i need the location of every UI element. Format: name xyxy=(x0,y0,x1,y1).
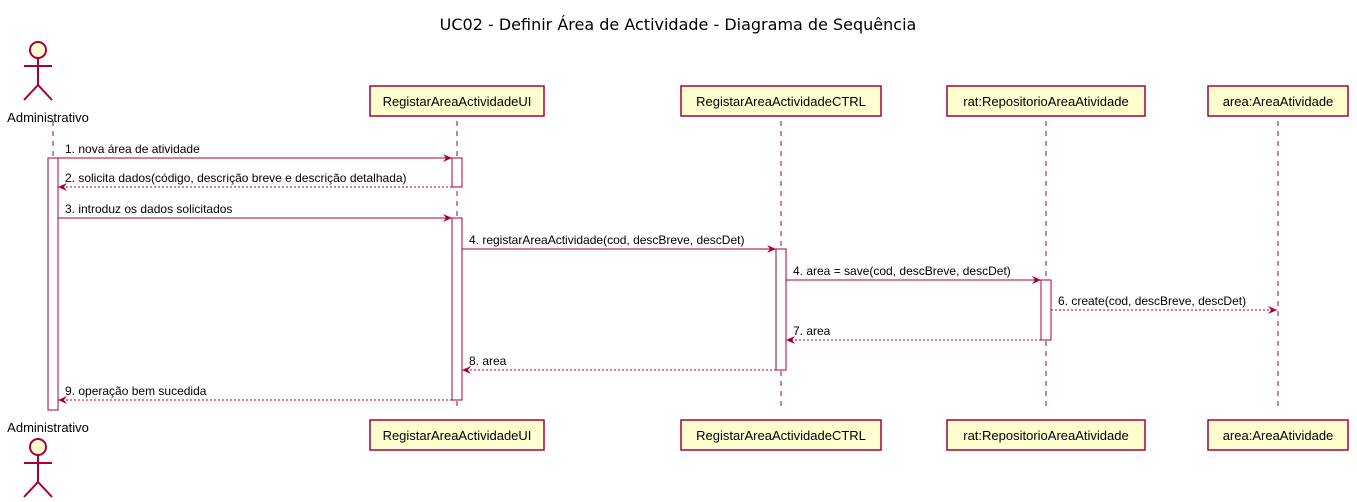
participant-box xyxy=(1207,419,1349,451)
participant-area-top[interactable]: area:AreaAtividade xyxy=(1207,85,1349,117)
message-9: 9. operação bem sucedida xyxy=(58,384,452,404)
message-label: 4. area = save(cod, descBreve, descDet) xyxy=(793,264,1011,278)
message-label: 9. operação bem sucedida xyxy=(65,384,207,398)
actor-bottom[interactable]: Administrativo xyxy=(7,420,89,498)
actor-label: Administrativo xyxy=(7,110,89,125)
message-label: 4. registarAreaActividade(cod, descBreve… xyxy=(469,233,744,247)
message-6: 6. create(cod, descBreve, descDet) xyxy=(1051,294,1277,314)
actor-top[interactable]: Administrativo xyxy=(7,41,89,125)
activation-bar-repo xyxy=(1040,279,1052,341)
diagram-title: UC02 - Definir Área de Actividade - Diag… xyxy=(440,15,917,34)
participant-box xyxy=(369,85,545,117)
participant-repo-top[interactable]: rat:RepositorioAreaAtividade xyxy=(946,85,1146,117)
participant-label: rat:RepositorioAreaAtividade xyxy=(963,428,1128,443)
message-label: 3. introduz os dados solicitados xyxy=(65,202,232,216)
activation-bar-admin xyxy=(47,157,59,411)
actor-head xyxy=(29,438,47,456)
message-label: 1. nova área de atividade xyxy=(65,142,200,156)
activation-bar-ui xyxy=(451,217,463,401)
participant-ui-bottom[interactable]: RegistarAreaActividadeUI xyxy=(369,419,545,451)
participant-ctrl-top[interactable]: RegistarAreaActividadeCTRL xyxy=(680,85,882,117)
actor-legs xyxy=(23,480,53,498)
participant-label: area:AreaAtividade xyxy=(1223,94,1334,109)
message-8: 8. area xyxy=(462,354,776,374)
message-3: 3. introduz os dados solicitados xyxy=(58,202,452,222)
activation-bar-ui xyxy=(451,157,463,188)
message-4: 4. registarAreaActividade(cod, descBreve… xyxy=(462,233,776,253)
actor-head xyxy=(29,41,47,59)
message-1: 1. nova área de atividade xyxy=(58,142,452,162)
message-label: 8. area xyxy=(469,354,507,368)
participant-box xyxy=(1207,85,1349,117)
participant-ui-top[interactable]: RegistarAreaActividadeUI xyxy=(369,85,545,117)
participant-label: RegistarAreaActividadeUI xyxy=(383,94,532,109)
participant-box xyxy=(369,419,545,451)
participant-area-bottom[interactable]: area:AreaAtividade xyxy=(1207,419,1349,451)
participant-box xyxy=(680,85,882,117)
participant-label: RegistarAreaActividadeCTRL xyxy=(696,428,866,443)
participant-label: RegistarAreaActividadeUI xyxy=(383,428,532,443)
message-label: 2. solicita dados(código, descrição brev… xyxy=(65,171,407,185)
message-2: 2. solicita dados(código, descrição brev… xyxy=(58,171,452,191)
participant-box xyxy=(680,419,882,451)
participant-label: RegistarAreaActividadeCTRL xyxy=(696,94,866,109)
participant-label: rat:RepositorioAreaAtividade xyxy=(963,94,1128,109)
participant-label: area:AreaAtividade xyxy=(1223,428,1334,443)
message-label: 6. create(cod, descBreve, descDet) xyxy=(1058,294,1246,308)
activation-bar-ctrl xyxy=(775,248,787,371)
participant-box xyxy=(946,85,1146,117)
message-5: 4. area = save(cod, descBreve, descDet) xyxy=(786,264,1041,284)
participant-repo-bottom[interactable]: rat:RepositorioAreaAtividade xyxy=(946,419,1146,451)
message-label: 7. area xyxy=(793,324,831,338)
actor-legs xyxy=(23,83,53,101)
participant-box xyxy=(946,419,1146,451)
actor-label: Administrativo xyxy=(7,420,89,435)
message-7: 7. area xyxy=(786,324,1041,344)
participant-ctrl-bottom[interactable]: RegistarAreaActividadeCTRL xyxy=(680,419,882,451)
